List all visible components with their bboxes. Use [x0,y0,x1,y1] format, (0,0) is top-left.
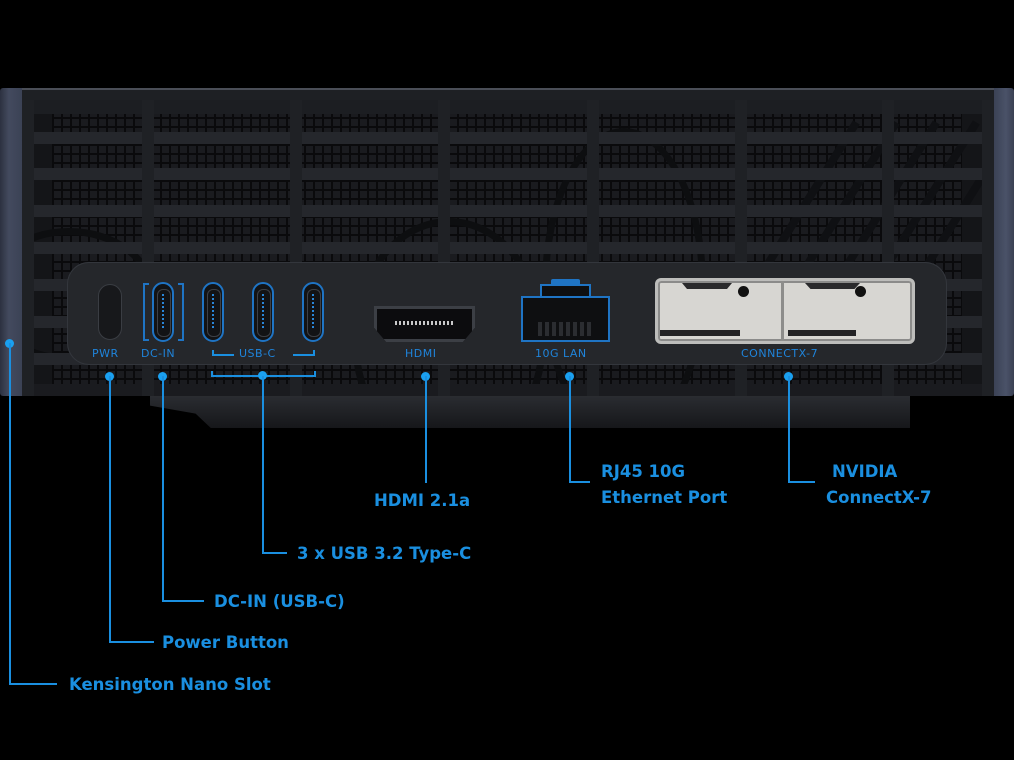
dc-in-bracket-right [178,283,184,341]
hdmi-pins [395,321,455,325]
device-foot [150,396,910,428]
lan-port-label: 10G LAN [535,347,587,360]
rj45-port-top [540,284,591,298]
qsfp-latch-2 [805,283,860,289]
lan-callout-label-line1: RJ45 10G [601,462,686,481]
rj45-pins [538,322,592,336]
connectx-callout-line [788,376,790,482]
usb-c-label-rule-right [293,354,315,356]
dc-in-callout-label: DC-IN (USB-C) [214,592,345,611]
power-callout-label: Power Button [162,633,289,652]
usb-c-callout-bracket-right [314,371,316,376]
rj45-latch [551,279,580,285]
connectx-callout-label-line1: NVIDIA [832,462,898,481]
right-side-panel [994,88,1014,396]
pwr-port-label: PWR [92,347,119,360]
connectx-7-qsfp-cage[interactable] [655,278,915,344]
power-callout-line [109,376,111,642]
dc-in-callout-line [162,376,164,601]
qsfp-hole-2 [855,286,866,297]
lan-callout-line [569,376,571,482]
hdmi-callout-label: HDMI 2.1a [374,491,471,510]
usb-c-callout-leader [262,552,287,554]
usb-c-callout-line [262,376,264,553]
qsfp-contact-2 [788,330,856,336]
usb-c-callout-label: 3 x USB 3.2 Type-C [297,544,472,563]
connectx-7-divider [781,281,784,341]
qsfp-latch-1 [682,283,732,289]
dc-in-bracket-left [143,283,149,341]
kensington-side-panel [0,88,22,396]
lan-callout-label-line2: Ethernet Port [601,488,728,507]
usb-c-port-1[interactable] [202,282,224,342]
kensington-callout-leader [9,683,57,685]
usb-c-label-rule-tick-right [313,350,315,355]
usb-c-port-2[interactable] [252,282,274,342]
usb-c-port-3[interactable] [302,282,324,342]
dc-in-usb-c-port[interactable] [152,282,174,342]
kensington-callout-label: Kensington Nano Slot [69,675,271,694]
kensington-callout-line [9,343,11,684]
usb-c-port-label: USB-C [239,347,276,360]
qsfp-contact-1 [660,330,740,336]
connectx-port-label: CONNECTX-7 [741,347,819,360]
power-button[interactable] [98,284,122,340]
lan-callout-leader [569,481,590,483]
qsfp-hole-1 [738,286,749,297]
connectx-callout-label-line2: ConnectX-7 [826,488,932,507]
hdmi-port-label: HDMI [405,347,437,360]
usb-c-label-rule-tick-left [212,350,214,355]
usb-c-callout-dot [258,371,267,380]
hdmi-callout-line [425,376,427,483]
connectx-callout-leader [788,481,815,483]
usb-c-label-rule-left [212,354,234,356]
dc-in-port-label: DC-IN [141,347,176,360]
power-callout-leader [109,641,154,643]
dc-in-callout-leader [162,600,204,602]
usb-c-callout-bracket-left [211,371,213,376]
